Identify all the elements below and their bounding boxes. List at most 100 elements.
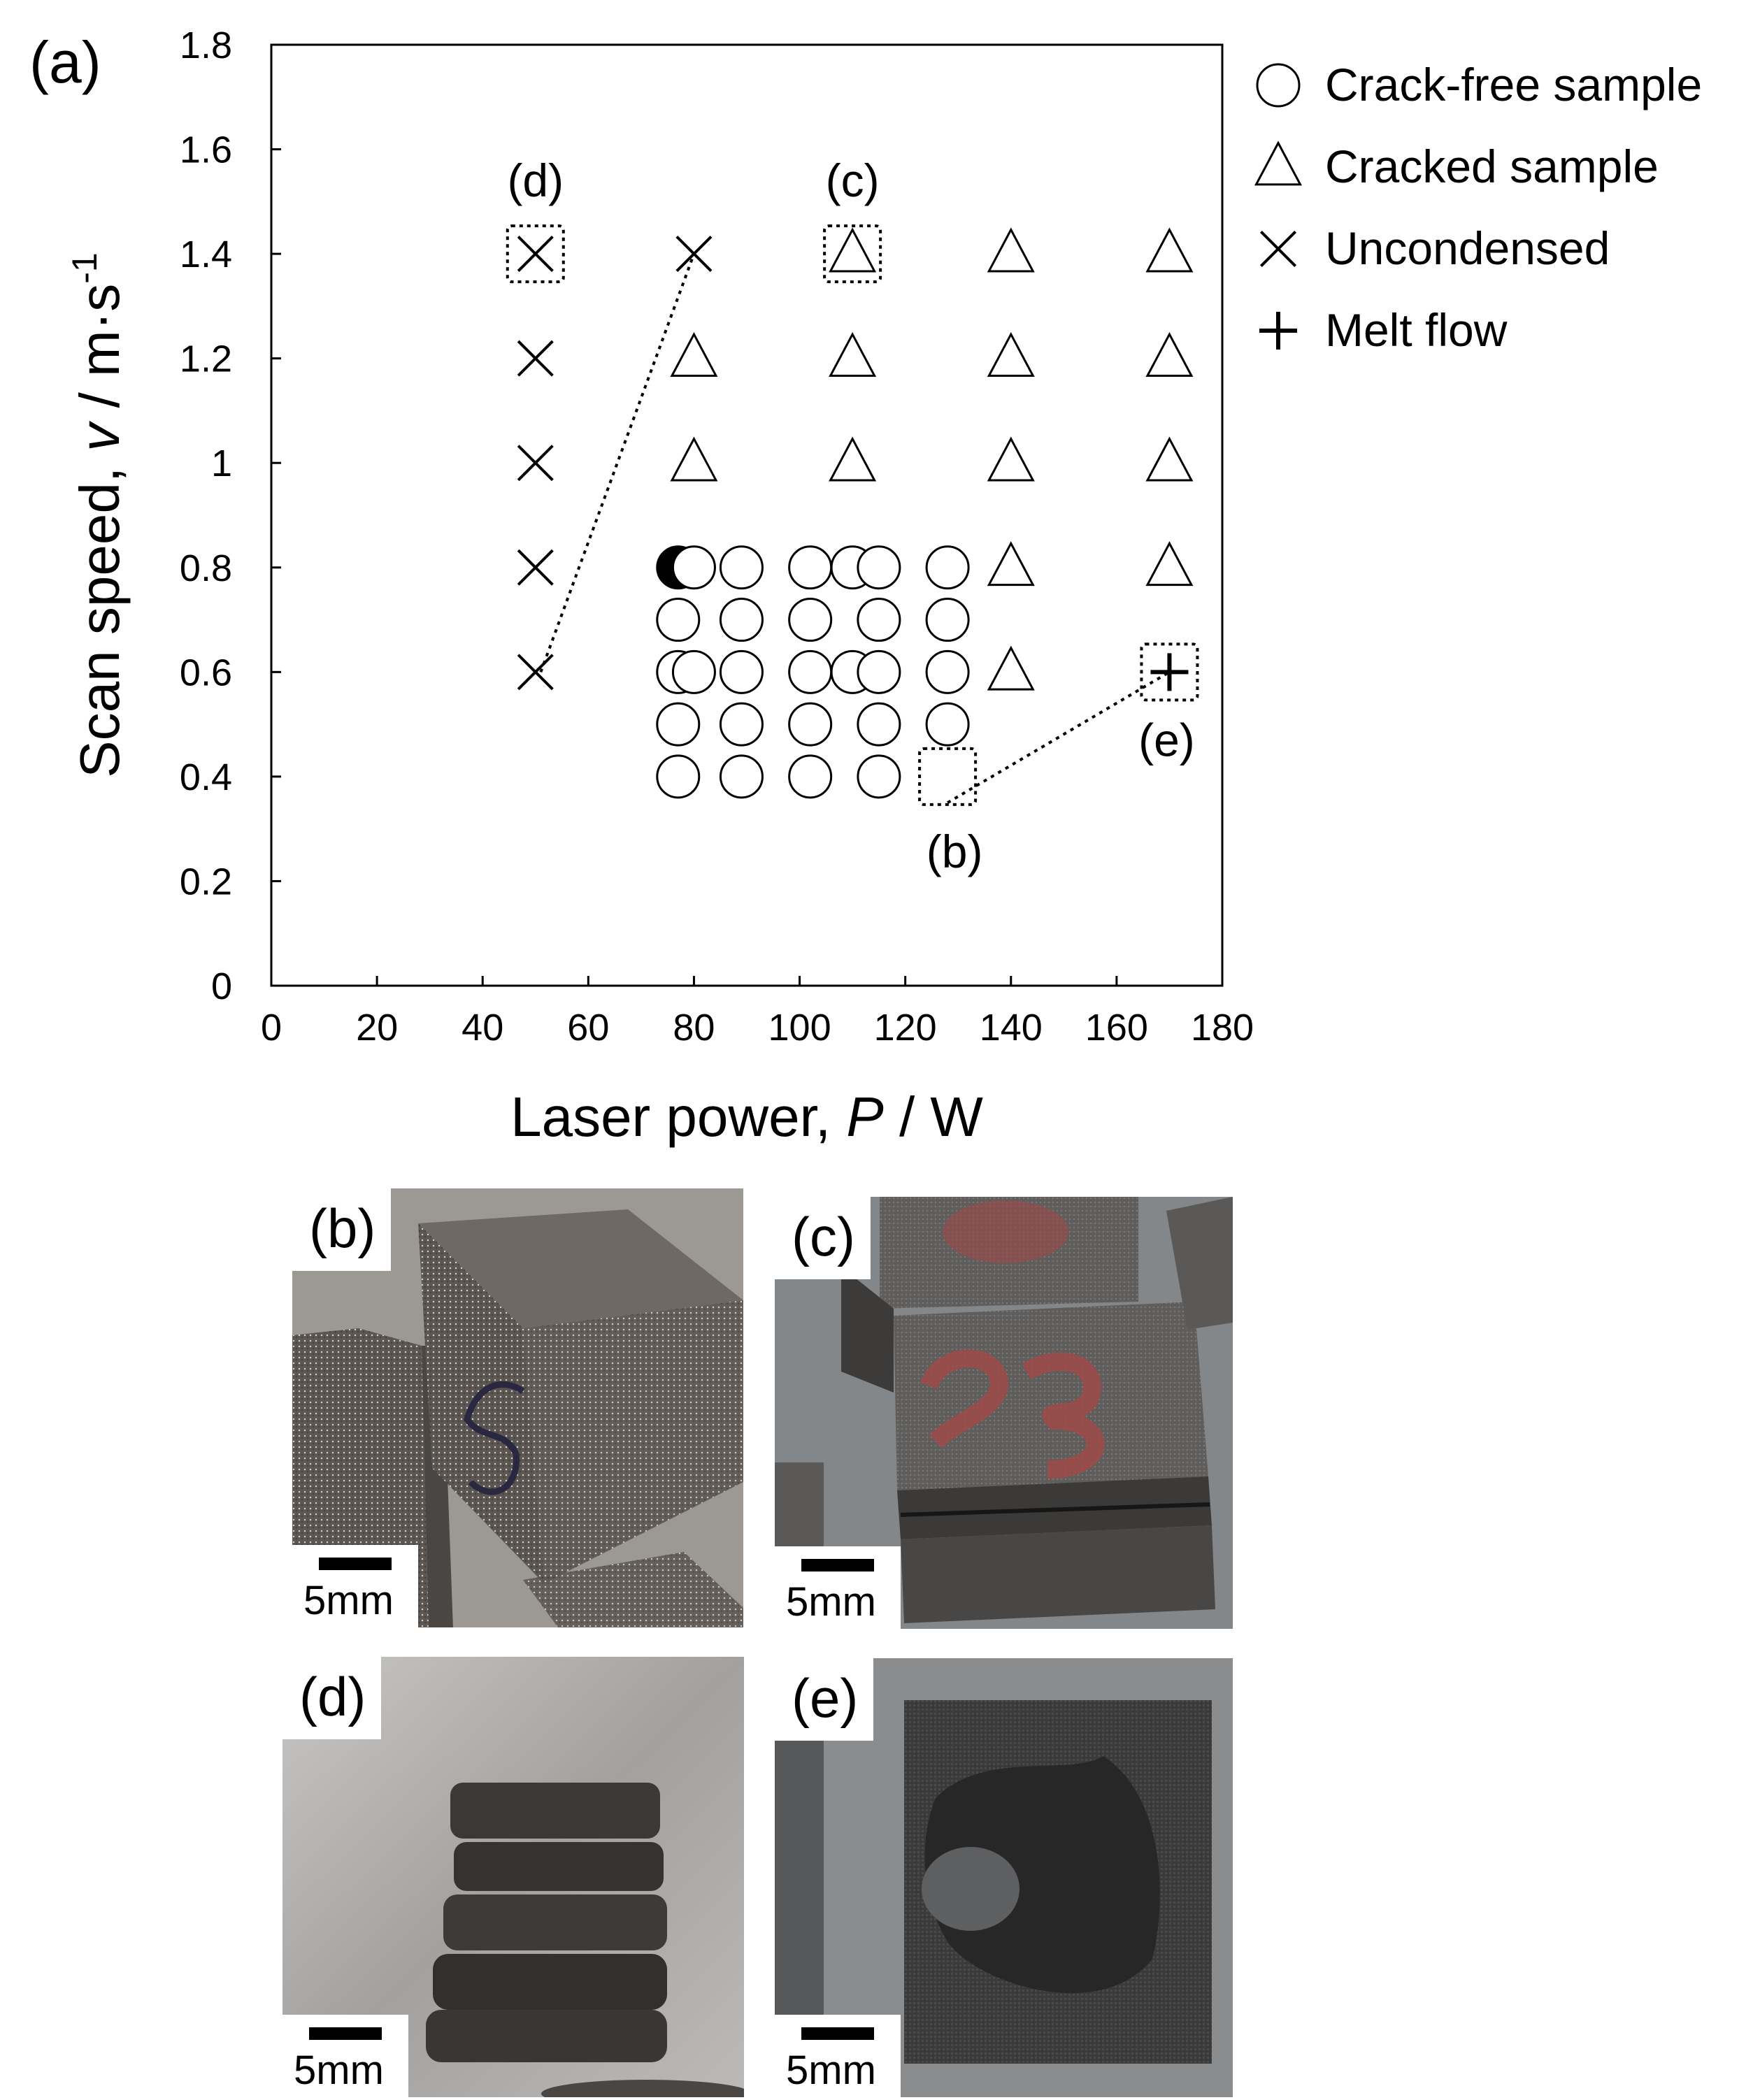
y-tick-label: 0.4 — [180, 756, 232, 798]
y-axis-label-var: v — [69, 421, 131, 452]
circle-marker — [788, 702, 833, 747]
x-marker — [517, 340, 554, 377]
boundary-line — [947, 670, 1171, 805]
triangle-marker — [1145, 436, 1194, 482]
scale-bar: 5mm — [292, 1545, 418, 1627]
x-tick-label: 60 — [567, 1007, 609, 1049]
x-axis-label-text: Laser power, — [510, 1086, 846, 1148]
circle-marker — [671, 545, 716, 590]
x-tick-label: 180 — [1191, 1007, 1254, 1049]
y-axis: 00.20.40.60.811.21.41.61.8 — [180, 24, 281, 1007]
triangle-marker — [987, 436, 1035, 482]
circle-marker — [719, 649, 764, 694]
x-tick-label: 40 — [462, 1007, 503, 1049]
y-tick-label: 0.8 — [180, 547, 232, 589]
x-marker — [517, 549, 554, 586]
circle-marker — [656, 598, 701, 642]
triangle-marker — [670, 436, 718, 482]
y-tick-label: 1.4 — [180, 233, 232, 275]
x-tick-label: 120 — [874, 1007, 937, 1049]
scale-bar-text: 5mm — [294, 2048, 384, 2093]
photo-e: (e) 5mm — [775, 1658, 1233, 2097]
scale-bar-line — [801, 2027, 874, 2040]
data-markers — [517, 227, 1194, 799]
x-tick-label: 0 — [261, 1007, 282, 1049]
triangle-marker — [987, 541, 1035, 587]
circle-marker — [788, 649, 833, 694]
photo-b: (b) 5mm — [292, 1188, 743, 1627]
y-axis-label-unit: / m·s — [69, 284, 131, 424]
scale-bar-line — [801, 1559, 874, 1572]
plus-marker — [1259, 312, 1297, 350]
scale-bar: 5mm — [775, 1546, 901, 1629]
circle-marker — [656, 702, 701, 747]
x-tick-label: 140 — [980, 1007, 1043, 1049]
circle-marker — [925, 702, 970, 747]
circle-marker — [857, 754, 901, 799]
scale-bar-line — [319, 1558, 392, 1570]
x-axis-label-unit: / W — [884, 1086, 984, 1148]
photo-label: (b) — [292, 1188, 392, 1271]
highlight-box — [918, 747, 978, 806]
x-marker — [517, 236, 554, 273]
highlight-box — [506, 224, 565, 284]
triangle-marker — [1145, 331, 1194, 377]
y-axis-label: Scan speed, v / m·s-1 — [65, 252, 131, 777]
y-tick-label: 1.6 — [180, 129, 232, 171]
photo-label: (c) — [775, 1197, 871, 1279]
circle-marker — [925, 545, 970, 590]
triangle-marker — [670, 331, 718, 377]
x-tick-label: 100 — [768, 1007, 831, 1049]
circle-marker — [925, 598, 970, 642]
highlight-boxes: (d)(c)(b)(e) — [506, 154, 1199, 877]
scale-bar: 5mm — [282, 2015, 408, 2097]
boundary-line — [539, 253, 696, 673]
scale-bar: 5mm — [775, 2015, 901, 2097]
circle-marker — [788, 545, 833, 590]
circle-marker — [857, 598, 901, 642]
y-tick-label: 0.2 — [180, 861, 232, 902]
highlight-label: (c) — [826, 154, 880, 206]
x-tick-label: 80 — [673, 1007, 715, 1049]
x-marker — [1259, 230, 1297, 268]
y-axis-label-text: Scan speed, — [69, 452, 131, 778]
y-axis-label-exp: -1 — [65, 252, 104, 283]
y-tick-label: 0 — [211, 965, 232, 1007]
highlight-label: (e) — [1138, 714, 1195, 765]
circle-marker — [857, 702, 901, 747]
legend-label: Crack-free sample — [1325, 59, 1702, 110]
x-tick-label: 160 — [1085, 1007, 1148, 1049]
photo-label: (d) — [282, 1657, 382, 1739]
circle-marker — [925, 649, 970, 694]
y-tick-label: 1 — [211, 443, 232, 484]
written-number — [920, 1349, 1105, 1479]
x-tick-label: 20 — [356, 1007, 398, 1049]
highlight-box — [823, 224, 882, 284]
highlight-label: (b) — [926, 826, 983, 877]
circle-marker — [671, 649, 716, 694]
legend-label: Melt flow — [1325, 304, 1508, 356]
plot-frame — [270, 43, 1224, 987]
triangle-marker — [987, 331, 1035, 377]
melt-blob — [924, 1756, 1160, 1994]
x-axis: 0 20 40 60 80 100 120 140 160 180 — [261, 976, 1254, 1049]
panel-label-a: (a) — [29, 29, 101, 95]
boundary-lines — [539, 253, 1171, 805]
circle-marker — [857, 649, 901, 694]
circle-marker — [719, 598, 764, 642]
triangle-marker — [829, 227, 877, 273]
triangle-marker — [987, 227, 1035, 273]
photo-d: (d) 5mm — [282, 1657, 744, 2097]
legend-label: Cracked sample — [1325, 141, 1659, 192]
circle-marker — [857, 545, 901, 590]
scale-bar-text: 5mm — [303, 1578, 394, 1623]
y-tick-label: 1.8 — [180, 24, 232, 66]
circle-marker — [1256, 63, 1301, 108]
triangle-marker — [1254, 141, 1302, 186]
photo-label: (e) — [775, 1658, 874, 1741]
photo-c: (c) 5mm — [775, 1197, 1233, 1629]
triangle-marker — [829, 436, 877, 482]
scale-bar-text: 5mm — [786, 1579, 876, 1625]
photo-c-image — [775, 1197, 1233, 1629]
